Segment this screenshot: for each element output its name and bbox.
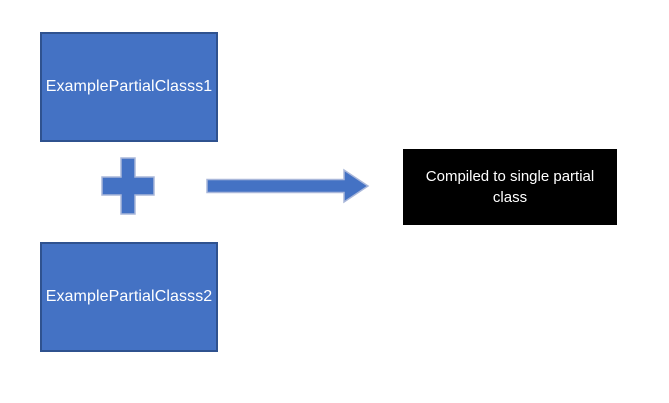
partial-class-box-2: ExamplePartialClasss2 xyxy=(40,242,218,352)
arrow-right-icon xyxy=(206,168,370,204)
partial-class-box-2-label: ExamplePartialClasss2 xyxy=(45,288,213,305)
result-box-line2: class xyxy=(492,189,528,206)
partial-class-box-1-label: ExamplePartialClasss1 xyxy=(45,78,213,95)
plus-icon xyxy=(101,157,155,215)
result-box-text: Compiled to single partial class xyxy=(426,166,594,208)
result-box: Compiled to single partial class xyxy=(403,149,617,225)
partial-class-box-1: ExamplePartialClasss1 xyxy=(40,32,218,142)
arrow-right-shape xyxy=(206,168,370,204)
result-box-line1: Compiled to single partial xyxy=(425,168,595,185)
plus-icon-shape xyxy=(101,157,155,215)
